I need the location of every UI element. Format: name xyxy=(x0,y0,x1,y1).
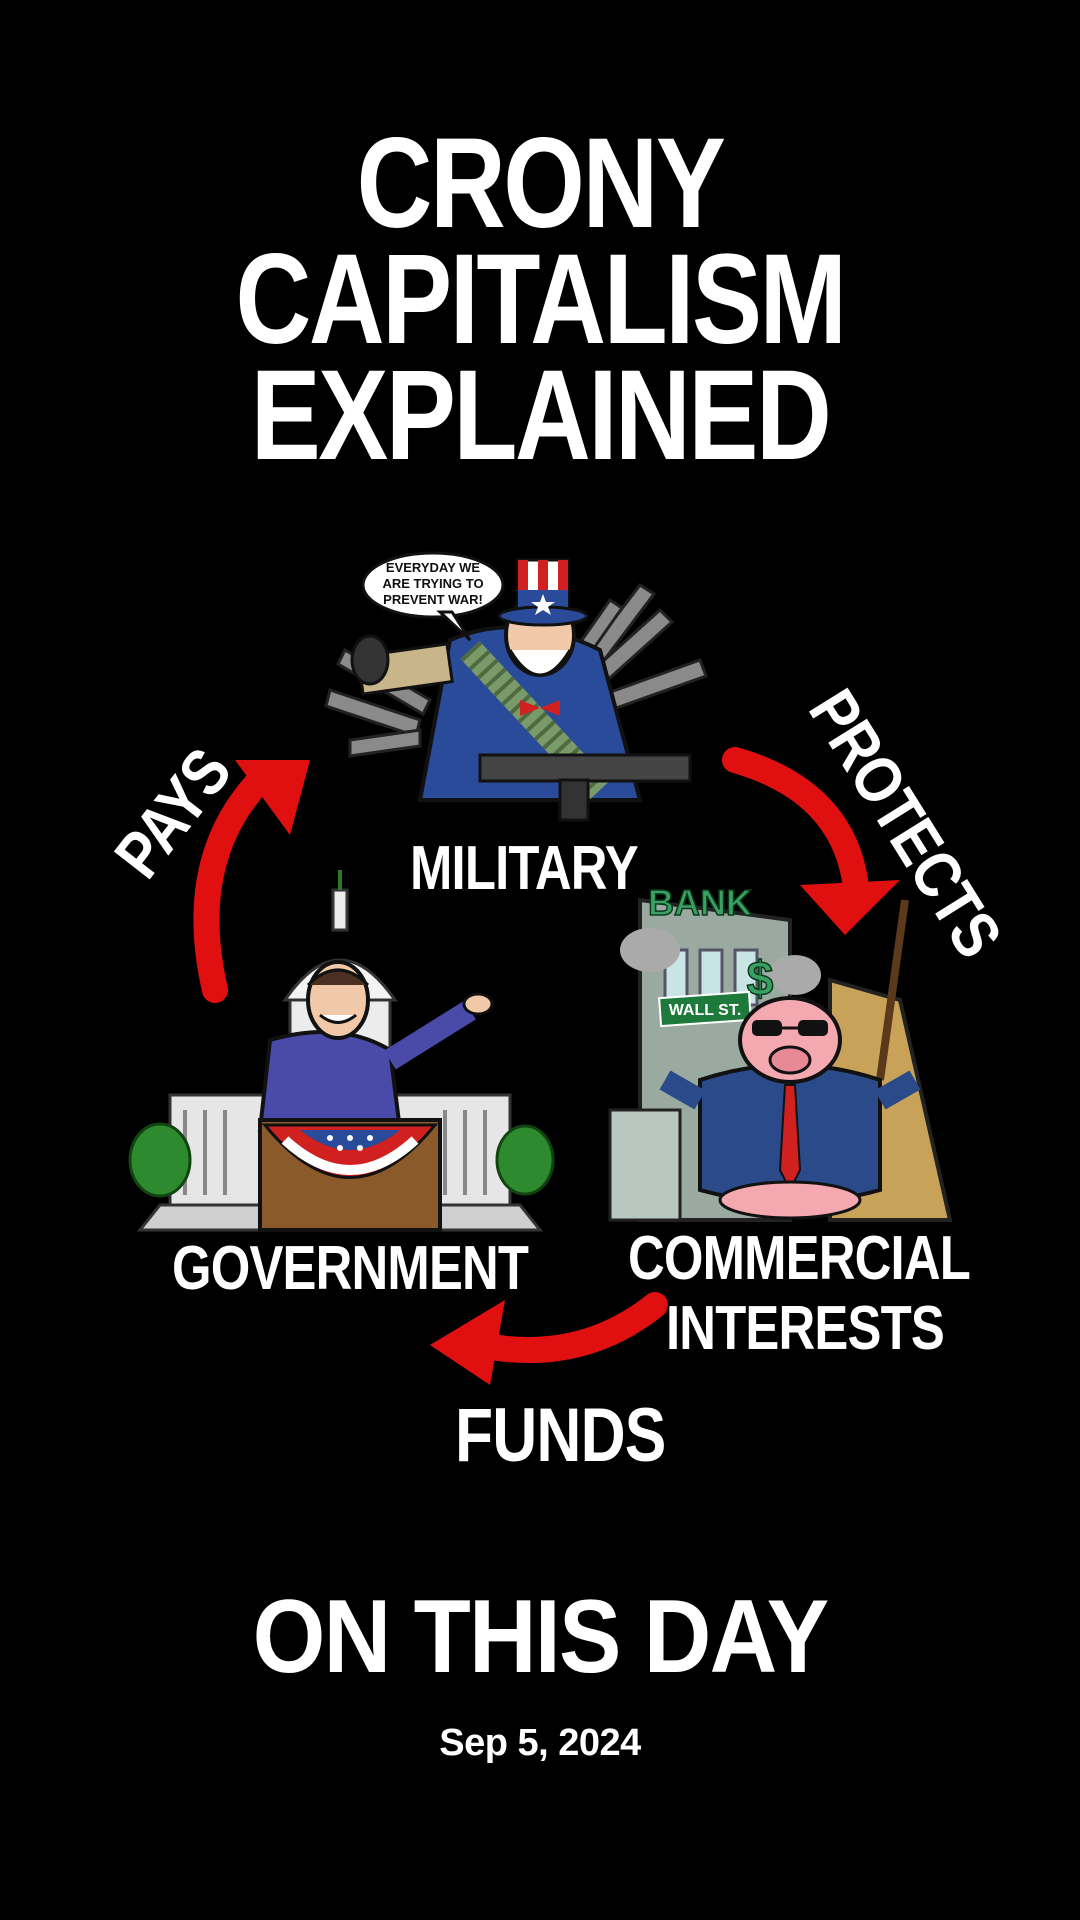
speech-bubble-text-2: ARE TRYING TO xyxy=(382,576,483,591)
speech-bubble-text-3: PREVENT WAR! xyxy=(383,592,483,607)
commercial-label-line-2: INTERESTS xyxy=(666,1294,945,1363)
dollar-sign-icon: $ xyxy=(747,953,774,1006)
wall-street-sign: WALL ST. xyxy=(669,1002,742,1019)
arrow-funds xyxy=(430,1292,668,1385)
date-label: Sep 5, 2024 xyxy=(439,1722,641,1764)
speech-bubble-text-1: EVERYDAY WE xyxy=(386,560,480,575)
page-title: CRONY CAPITALISM EXPLAINED xyxy=(0,112,1080,487)
title-line-3: EXPLAINED xyxy=(250,344,832,487)
title-line-1: CRONY xyxy=(356,112,726,255)
arrow-pays xyxy=(193,760,310,1003)
government-illustration xyxy=(128,870,555,1232)
military-illustration: EVERYDAY WE ARE TRYING TO PREVENT WAR! xyxy=(324,551,708,822)
commercial-illustration: BANK $ WALL ST. xyxy=(608,881,953,1222)
bank-sign: BANK xyxy=(648,882,752,923)
commercial-label-line-1: COMMERCIAL xyxy=(628,1224,971,1293)
arrow-protects xyxy=(722,747,900,935)
title-line-2: CAPITALISM xyxy=(235,228,846,371)
military-label: MILITARY xyxy=(410,834,639,903)
on-this-day-heading: ON THIS DAY xyxy=(252,1579,830,1695)
government-label: GOVERNMENT xyxy=(172,1234,529,1303)
edge-label-funds: FUNDS xyxy=(455,1393,666,1478)
